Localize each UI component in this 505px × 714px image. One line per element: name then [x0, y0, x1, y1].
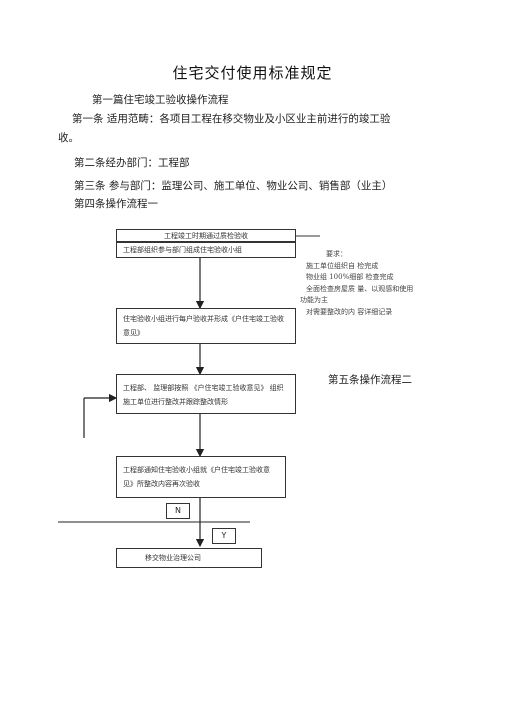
requirement-line: 对需要整改的内 容详细记录 — [306, 307, 393, 316]
step5-text: 移交物业治理公司 — [145, 554, 201, 562]
requirement-line: 施工单位组织自 检完成 — [306, 261, 379, 270]
section-heading: 第一篇住宅竣工验收操作流程 — [92, 94, 229, 106]
step3-box: 工程部、 监理部按照 《户住宅竣工验收意见》 组织施工单位进行整改并跟踪整改情形 — [116, 374, 296, 414]
article-4: 第四条操作流程一 — [74, 198, 158, 210]
article-1-line-1: 第一条 适用范畴：各项目工程在移交物业及小区业主前进行的竣工验 — [72, 113, 391, 125]
label-y-box: Y — [212, 528, 236, 544]
step1-box: 工程部组织参与部门组成住宅验收小组 — [116, 242, 296, 258]
requirements-title: 要求： — [326, 250, 347, 258]
label-y: Y — [221, 531, 227, 540]
article-1-line-2: 收。 — [58, 132, 79, 144]
requirement-line: 物业组 100%细部 检查完成 — [306, 273, 394, 281]
step3-text: 工程部、 监理部按照 《户住宅竣工验收意见》 组织施工单位进行整改并跟踪整改情形 — [123, 384, 284, 406]
step1-text: 工程部组织参与部门组成住宅验收小组 — [123, 246, 242, 254]
article-3: 第三条 参与部门：监理公司、施工单位、物业公司、销售部（业主） — [74, 180, 393, 192]
label-n: N — [175, 506, 181, 515]
requirement-line: 功能为主 — [300, 296, 328, 304]
requirements-note: 要求： 施工单位组织自 检完成 物业组 100%细部 检查完成 全面检查房屋质 … — [300, 249, 436, 318]
step4-text: 工程部通知住宅验收小组就《户住宅竣工验收意见》所整改内容再次验收 — [123, 466, 270, 488]
step4-box: 工程部通知住宅验收小组就《户住宅竣工验收意见》所整改内容再次验收 — [116, 456, 286, 498]
article-2: 第二条经办部门：工程部 — [74, 157, 190, 169]
header-box: 工程竣工时期通过质检验收 — [116, 229, 296, 242]
step2-text: 住宅验收小组进行每户验收并形成《户住宅竣工验收意见》 — [123, 315, 284, 337]
step2-box: 住宅验收小组进行每户验收并形成《户住宅竣工验收意见》 — [116, 308, 296, 344]
header-box-text: 工程竣工时期通过质检验收 — [164, 232, 248, 240]
step5-box: 移交物业治理公司 — [116, 548, 262, 568]
label-n-box: N — [166, 503, 190, 519]
requirement-line: 全面检查房屋质 量、以观感和使用 — [306, 284, 414, 293]
article-5: 第五条操作流程二 — [328, 374, 412, 386]
page-title: 住宅交付使用标准规定 — [172, 64, 333, 82]
